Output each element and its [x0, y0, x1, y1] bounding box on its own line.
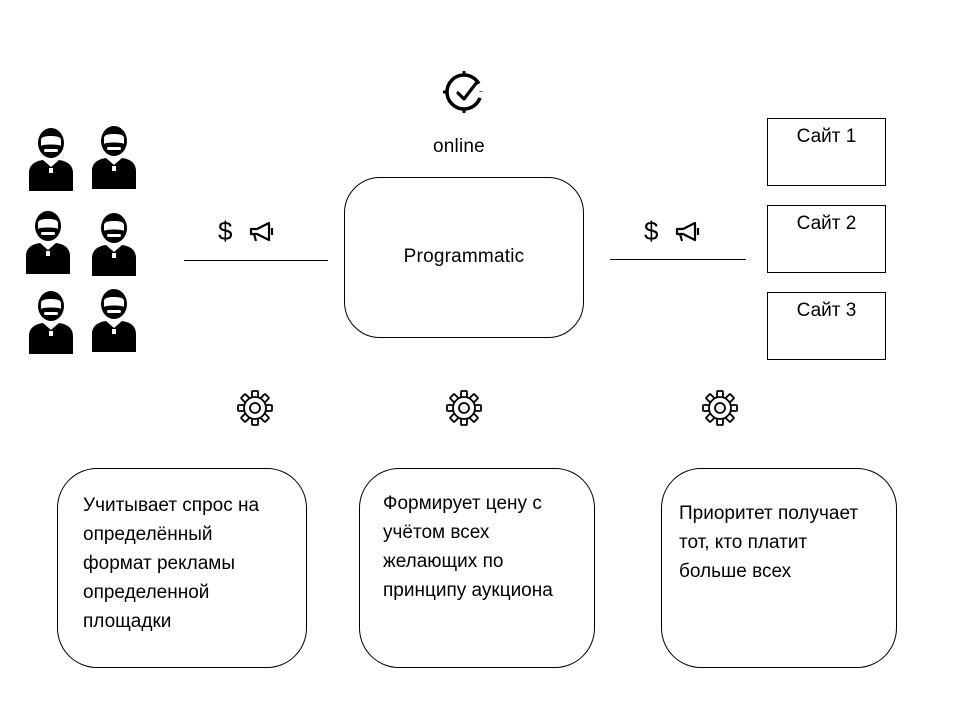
gear-icon [702, 390, 738, 426]
gear-icon [446, 390, 482, 426]
site-box-3: Сайт 3 [767, 292, 886, 360]
person-beard-icon [26, 211, 70, 274]
feature-line: Приоритет получает [679, 503, 859, 524]
feature-line: принципу аукциона [383, 580, 553, 601]
feature-text: Формирует цену с учётом всех желающих по… [383, 489, 553, 605]
programmatic-label: Programmatic [403, 246, 525, 267]
person-beard-icon [29, 128, 73, 191]
site-box-2: Сайт 2 [767, 205, 886, 273]
money-right: $ [644, 216, 714, 248]
feature-box-auction: Формирует цену с учётом всех желающих по… [359, 468, 595, 668]
feature-line: определённый [83, 524, 213, 545]
gear-icon [237, 390, 273, 426]
feature-line: формат рекламы [83, 553, 235, 574]
megaphone-icon [249, 221, 274, 242]
feature-line: учётом всех [383, 522, 490, 543]
site-label: Сайт 3 [796, 300, 857, 321]
feature-line: Формирует цену с [383, 493, 542, 514]
feature-line: определенной [83, 582, 210, 603]
person-beard-icon [92, 289, 136, 352]
feature-text: Учитывает спрос на определённый формат р… [83, 491, 259, 636]
feature-line: площадки [83, 611, 172, 632]
feature-box-demand: Учитывает спрос на определённый формат р… [57, 468, 307, 668]
feature-line: желающих по [383, 551, 504, 572]
megaphone-icon [675, 221, 700, 242]
feature-line: Учитывает спрос на [83, 495, 260, 516]
connector-line-right [610, 259, 746, 260]
feature-box-priority: Приоритет получает тот, кто платит больш… [661, 468, 897, 668]
site-label: Сайт 1 [796, 126, 857, 147]
connector-line-left [184, 260, 328, 261]
programmatic-box: Programmatic [344, 177, 584, 338]
dollar-symbol: $ [644, 216, 659, 246]
site-label: Сайт 2 [796, 213, 857, 234]
clock-check-icon [443, 71, 483, 113]
feature-line: тот, кто платит [679, 532, 808, 553]
site-box-1: Сайт 1 [767, 118, 886, 186]
person-beard-icon [29, 291, 73, 354]
person-beard-icon [92, 126, 136, 189]
feature-text: Приоритет получает тот, кто платит больш… [679, 499, 858, 586]
feature-line: больше всех [679, 561, 792, 582]
online-label: online [433, 136, 485, 157]
person-beard-icon [92, 213, 136, 276]
money-left: $ [218, 216, 288, 248]
dollar-symbol: $ [218, 216, 233, 246]
